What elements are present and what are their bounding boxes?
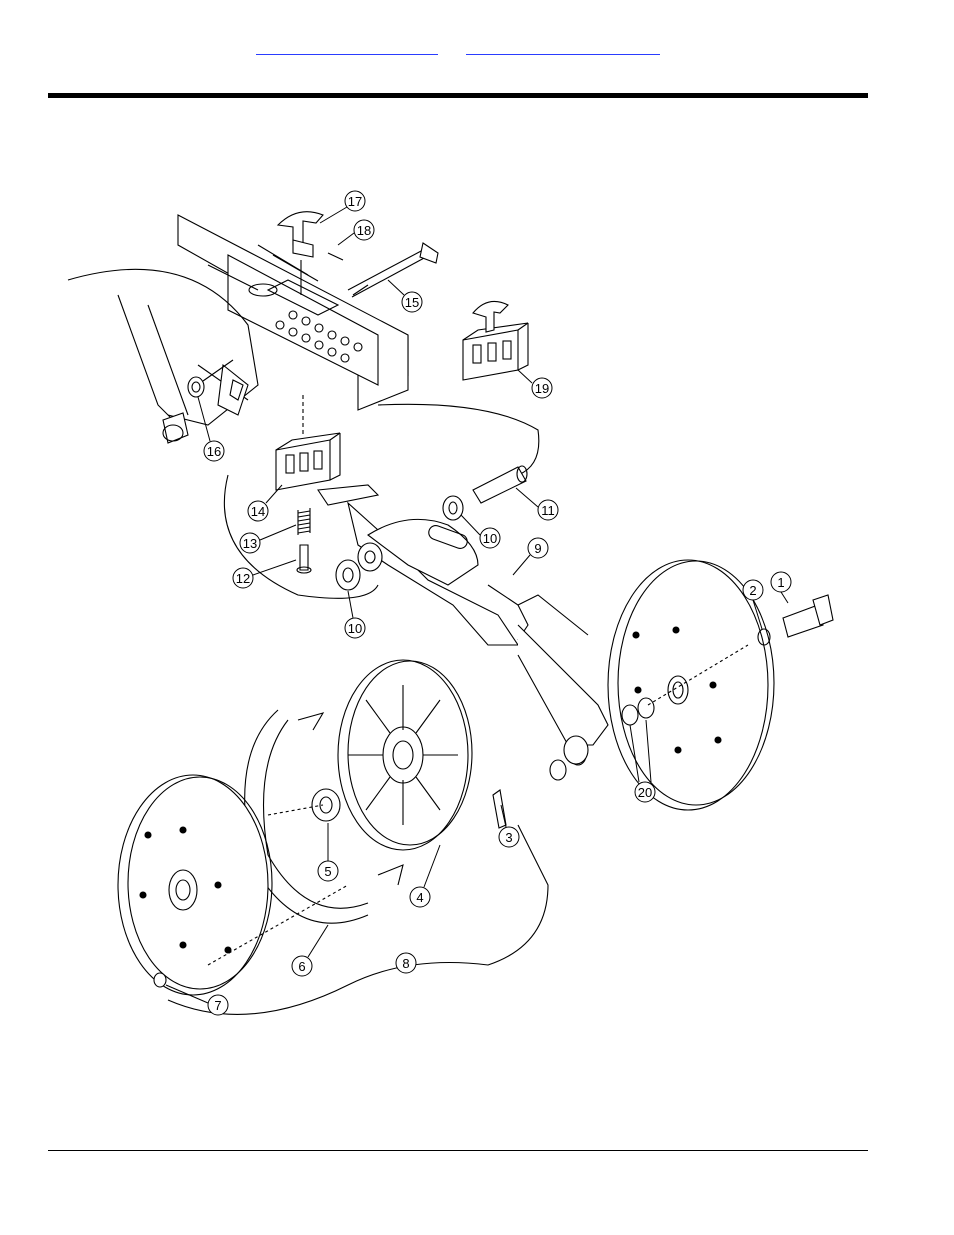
header-links bbox=[0, 38, 954, 58]
callout-label: 7 bbox=[214, 998, 221, 1013]
callout-17: 17 bbox=[320, 191, 365, 223]
screw-3 bbox=[493, 790, 506, 828]
callout-label: 8 bbox=[402, 956, 409, 971]
bolt-15 bbox=[348, 243, 438, 297]
bushing-10b bbox=[443, 496, 463, 520]
nut-7 bbox=[154, 973, 166, 987]
frame-beam bbox=[68, 215, 408, 425]
callout-label: 1 bbox=[777, 575, 784, 590]
callout-label: 9 bbox=[534, 541, 541, 556]
disc-left bbox=[118, 775, 272, 995]
bushing-top bbox=[358, 543, 382, 571]
callout-9: 9 bbox=[513, 538, 548, 575]
hub-plate-4 bbox=[338, 660, 472, 850]
callout-label: 12 bbox=[236, 571, 250, 586]
callout-5: 5 bbox=[318, 823, 338, 881]
callout-13: 13 bbox=[240, 525, 296, 553]
spring-13 bbox=[298, 508, 310, 535]
callout-1: 1 bbox=[771, 572, 791, 603]
callout-11: 11 bbox=[516, 488, 558, 520]
callout-label: 3 bbox=[505, 830, 512, 845]
callout-label: 10 bbox=[348, 621, 362, 636]
bolt-1 bbox=[783, 595, 833, 637]
callout-label: 19 bbox=[535, 381, 549, 396]
callout-6: 6 bbox=[292, 925, 328, 976]
pin-12 bbox=[297, 545, 311, 573]
exploded-parts-diagram: 1 2 3 4 5 6 7 8 9 10 10 11 12 13 14 15 1… bbox=[48, 185, 848, 1035]
callout-label: 11 bbox=[541, 503, 555, 518]
nav-link-2[interactable] bbox=[466, 38, 660, 55]
callout-14: 14 bbox=[248, 485, 282, 521]
callout-label: 6 bbox=[298, 959, 305, 974]
callout-label: 14 bbox=[251, 504, 265, 519]
callout-18: 18 bbox=[338, 220, 374, 245]
callout-label: 2 bbox=[749, 583, 756, 598]
bushing-10a bbox=[336, 560, 360, 590]
clamp-14 bbox=[276, 395, 340, 490]
callout-label: 4 bbox=[416, 890, 423, 905]
side-nut bbox=[163, 413, 188, 443]
bearing-5 bbox=[312, 789, 340, 821]
callout-19: 19 bbox=[518, 370, 552, 398]
callout-label: 5 bbox=[324, 864, 331, 879]
callout-label: 16 bbox=[207, 444, 221, 459]
callout-4: 4 bbox=[410, 845, 440, 907]
header-rule bbox=[48, 93, 868, 98]
callout-8: 8 bbox=[396, 953, 416, 973]
callout-label: 10 bbox=[483, 531, 497, 546]
clamp-19 bbox=[463, 301, 528, 380]
nav-link-1[interactable] bbox=[256, 38, 438, 55]
shaft-11 bbox=[473, 466, 527, 503]
callout-label: 17 bbox=[348, 194, 362, 209]
callout-label: 13 bbox=[243, 536, 257, 551]
callout-label: 18 bbox=[357, 223, 371, 238]
footer-rule bbox=[48, 1150, 868, 1151]
callout-label: 15 bbox=[405, 295, 419, 310]
callout-label: 20 bbox=[638, 785, 652, 800]
callout-15: 15 bbox=[388, 280, 422, 312]
callout-12: 12 bbox=[233, 560, 296, 588]
